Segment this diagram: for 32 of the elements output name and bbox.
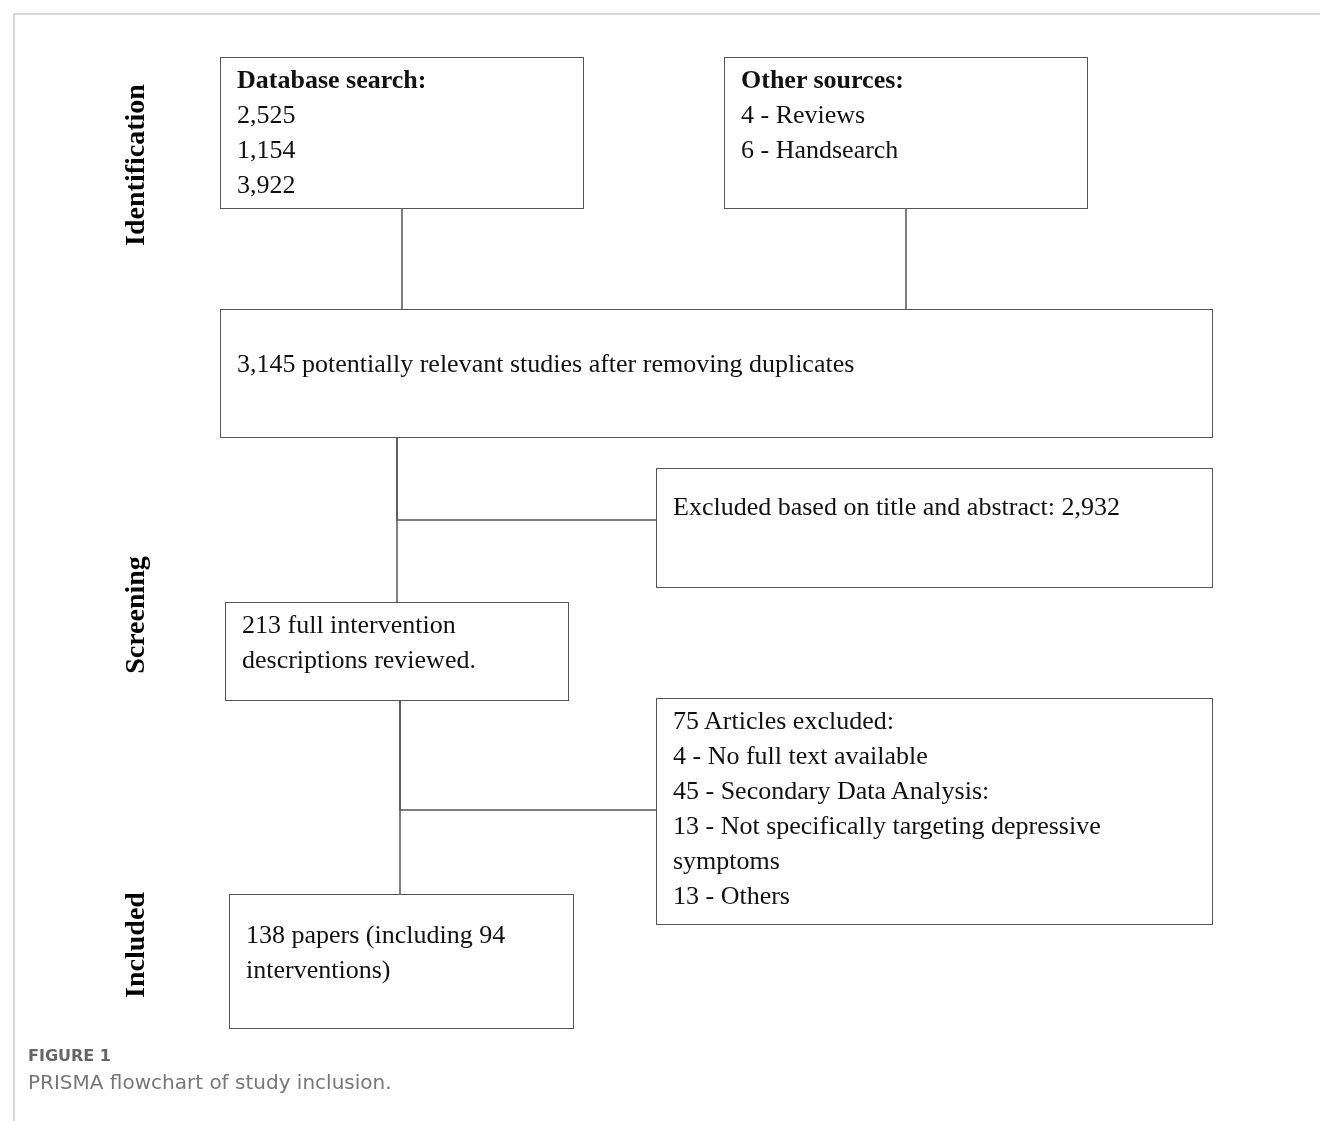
box-text: 3,922 — [237, 169, 297, 201]
box-heading: Other sources: — [741, 64, 905, 96]
stage-label: Screening — [118, 556, 151, 674]
process-box — [220, 309, 1213, 438]
stage-label: Identification — [118, 84, 151, 246]
connector-line — [905, 208, 907, 310]
figure-caption: PRISMA flowchart of study inclusion. — [28, 1070, 392, 1094]
process-box — [225, 602, 569, 701]
box-text: 213 full intervention descriptions reviewed. — [242, 609, 477, 676]
box-text: 138 papers (including 94 interventions) — [246, 919, 507, 986]
box-text: 75 Articles excluded: — [673, 705, 895, 737]
box-text: 6 - Handsearch — [741, 134, 900, 166]
box-text: 13 - Not specifically targeting depressive symptoms — [673, 810, 1102, 877]
box-text: 13 - Others — [673, 880, 791, 912]
exclusion-box — [656, 468, 1213, 588]
box-text: 1,154 — [237, 134, 297, 166]
result-box — [229, 894, 574, 1029]
box-text: 45 - Secondary Data Analysis: — [673, 775, 991, 807]
connector-line — [399, 700, 657, 811]
box-text: Excluded based on title and abstract: 2,932 — [673, 491, 1121, 523]
box-heading: Database search: — [237, 64, 428, 96]
source-box — [220, 57, 584, 209]
box-text: 3,145 potentially relevant studies after removing duplicates — [237, 348, 856, 380]
box-text: 4 - No full text available — [673, 740, 929, 772]
connector-line — [401, 208, 403, 310]
source-box — [724, 57, 1088, 209]
figure-number: FIGURE 1 — [28, 1046, 111, 1065]
exclusion-box — [656, 698, 1213, 925]
box-text: 4 - Reviews — [741, 99, 867, 131]
box-text: 2,525 — [237, 99, 297, 131]
connector-line — [396, 437, 657, 521]
stage-label: Included — [118, 892, 151, 998]
